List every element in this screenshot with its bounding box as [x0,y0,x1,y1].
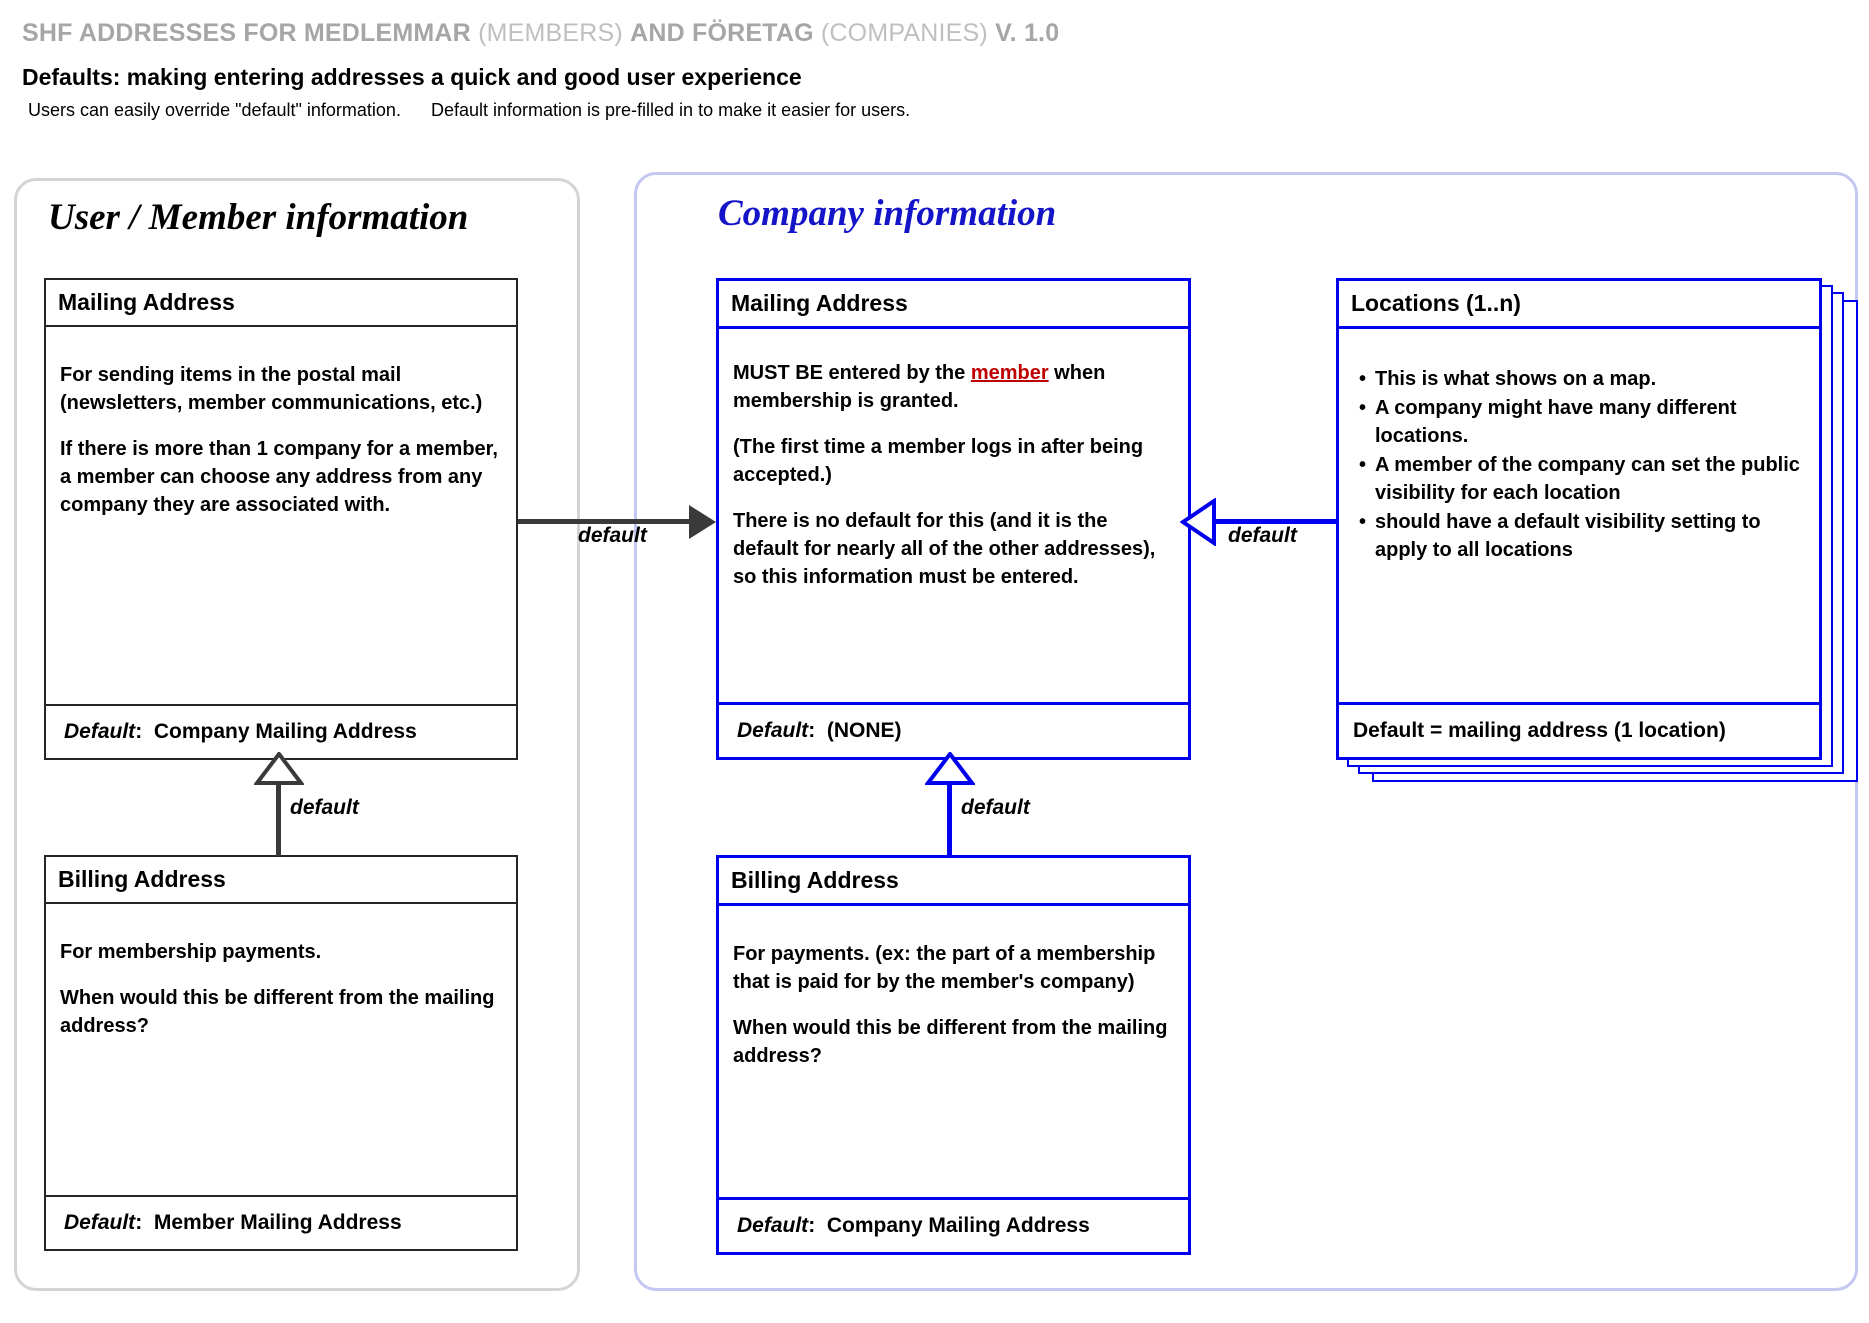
company-billing-default-value: Company Mailing Address [826,1214,1090,1237]
box-locations-default: Default = mailing address (1 location) [1339,702,1819,757]
user-mailing-para-2: If there is more than 1 company for a me… [60,438,498,516]
company-mailing-default-label: Default [737,719,809,742]
page-note-right: Default information is pre-filled in to … [430,99,911,120]
box-company-billing-address-title: Billing Address [719,858,1188,906]
box-company-billing-address-default: Default: Company Mailing Address [719,1197,1188,1252]
user-billing-default-label: Default [64,1211,136,1234]
doc-title-part-2: (MEMBERS) [478,19,631,47]
company-mailing-para-1-post: when membership is granted. [733,362,1106,412]
connector-locations-arrowhead [1180,498,1216,546]
list-item: should have a default visibility setting… [1357,508,1803,564]
doc-title-part-3: AND FÖRETAG [630,19,821,47]
company-billing-para-1: For payments. (ex: the part of a members… [733,943,1156,993]
connector-user-billing-line [276,783,281,856]
box-company-mailing-address-title: Mailing Address [719,281,1188,329]
locations-bullet-list: This is what shows on a map. A company m… [1357,365,1803,564]
box-locations[interactable]: Locations (1..n) This is what shows on a… [1336,278,1822,760]
company-billing-default-label: Default [737,1214,809,1237]
connector-label-locations: default [1228,524,1297,547]
user-billing-para-2: When would this be different from the ma… [60,987,495,1037]
company-mailing-default-value: (NONE) [826,719,902,742]
list-item: A company might have many different loca… [1357,394,1803,450]
box-company-billing-address[interactable]: Billing Address For payments. (ex: the p… [716,855,1191,1255]
company-mailing-default-sep: : [808,719,816,742]
box-company-mailing-address-default: Default: (NONE) [719,702,1188,757]
box-user-billing-address[interactable]: Billing Address For membership payments.… [44,855,518,1251]
connector-company-billing-arrowhead [925,752,975,785]
company-billing-default-sep: : [808,1214,816,1237]
user-mailing-para-1: For sending items in the postal mail (ne… [60,364,483,414]
box-user-mailing-address[interactable]: Mailing Address For sending items in the… [44,278,518,760]
box-locations-title: Locations (1..n) [1339,281,1819,329]
panel-company-title: Company information [718,193,1057,234]
list-item: A member of the company can set the publ… [1357,451,1803,507]
box-company-mailing-address-body: MUST BE entered by the member when membe… [719,329,1188,619]
user-billing-para-1: For membership payments. [60,941,322,963]
box-company-billing-address-body: For payments. (ex: the part of a members… [719,906,1188,1098]
doc-title-part-1: SHF ADDRESSES FOR MEDLEMMAR [22,19,479,47]
connector-user-billing-arrowhead [254,752,304,785]
box-company-mailing-address[interactable]: Mailing Address MUST BE entered by the m… [716,278,1191,760]
box-user-billing-address-default: Default: Member Mailing Address [46,1195,516,1249]
box-user-billing-address-title: Billing Address [46,857,516,904]
doc-title-part-4: (COMPANIES) [820,19,996,47]
connector-label-user-to-company: default [578,524,647,547]
box-user-mailing-address-title: Mailing Address [46,280,516,327]
company-billing-para-2: When would this be different from the ma… [733,1017,1168,1067]
box-user-billing-address-body: For membership payments. When would this… [46,904,516,1068]
connector-label-company-billing: default [961,796,1030,819]
member-link[interactable]: member [970,362,1049,384]
page-note-left: Users can easily override "default" info… [28,99,401,120]
document-title: SHF ADDRESSES FOR MEDLEMMAR (MEMBERS) AN… [22,19,1622,48]
box-user-mailing-address-body: For sending items in the postal mail (ne… [46,327,516,547]
box-locations-body: This is what shows on a map. A company m… [1339,329,1819,575]
company-mailing-para-1-pre: MUST BE entered by the [733,362,971,384]
doc-title-version: V. 1.0 [995,19,1060,47]
connector-label-user-billing: default [290,796,359,819]
user-billing-default-sep: : [135,1211,143,1234]
box-user-mailing-address-default: Default: Company Mailing Address [46,704,516,758]
connector-company-billing-line [947,783,952,856]
connector-locations-line [1210,519,1338,524]
page-subtitle: Defaults: making entering addresses a qu… [22,63,802,90]
company-mailing-para-2: (The first time a member logs in after b… [733,436,1144,486]
company-mailing-para-1: MUST BE entered by the member when membe… [733,359,1172,415]
connector-user-to-company-arrowhead [689,505,716,539]
company-mailing-para-3: There is no default for this (and it is … [733,510,1156,588]
panel-user-title: User / Member information [48,197,469,238]
user-mailing-default-sep: : [135,720,143,743]
user-mailing-default-value: Company Mailing Address [153,720,417,743]
user-billing-default-value: Member Mailing Address [153,1211,402,1234]
list-item: This is what shows on a map. [1357,365,1803,393]
connector-user-to-company-line [518,519,693,524]
page-note: Users can easily override "default" info… [22,100,1622,121]
page-header: SHF ADDRESSES FOR MEDLEMMAR (MEMBERS) AN… [22,19,1622,121]
user-mailing-default-label: Default [64,720,136,743]
